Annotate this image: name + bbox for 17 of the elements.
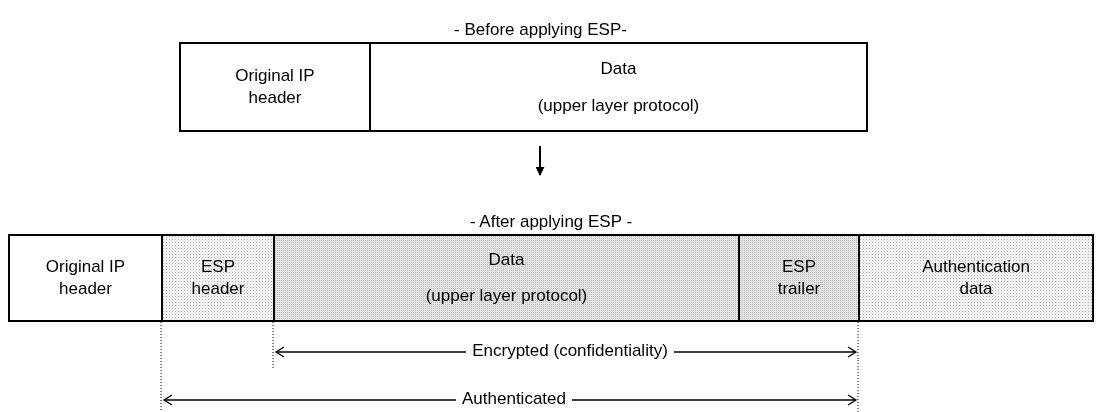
field-label: (upper layer protocol) xyxy=(425,285,588,307)
field-label: Data xyxy=(488,249,525,271)
field-label: Original IP header xyxy=(44,256,127,300)
packet-field xyxy=(161,236,273,320)
packet-field xyxy=(273,236,738,320)
field-label: Authentication data xyxy=(921,256,1031,300)
packet-heading: - Before applying ESP- xyxy=(453,20,628,40)
packet-heading: - After applying ESP - xyxy=(468,212,634,232)
field-label: (upper layer protocol) xyxy=(537,94,700,117)
field-label: ESP trailer xyxy=(776,256,822,300)
field-label: Original IP header xyxy=(234,65,316,109)
field-label: ESP header xyxy=(190,256,246,300)
field-label: Data xyxy=(600,57,637,80)
dimension-label: Encrypted (confidentiality) xyxy=(466,341,674,361)
packet-field xyxy=(858,236,1092,320)
packet-field xyxy=(738,236,858,320)
arrow xyxy=(535,145,545,176)
